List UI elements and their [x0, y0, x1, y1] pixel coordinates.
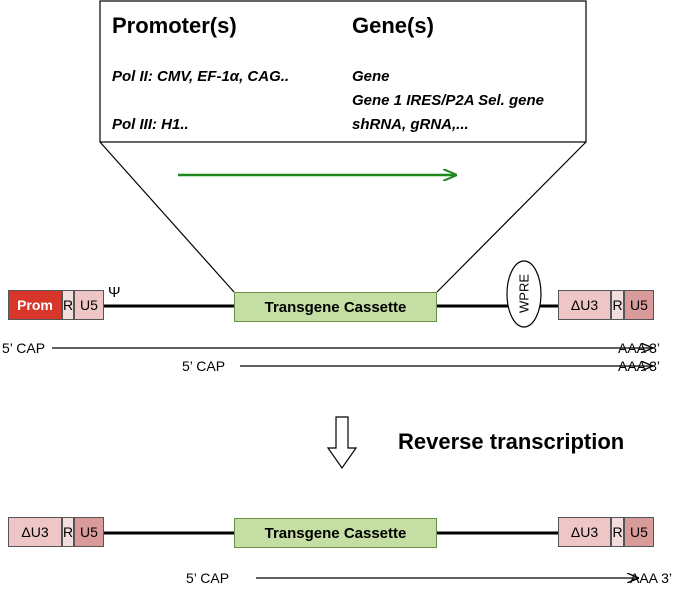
transcript-2-cap: 5’ CAP	[182, 358, 226, 374]
provirus-transcript-cap: 5’ CAP	[186, 570, 230, 586]
transcript-1-polya: AAA 3’	[618, 340, 661, 356]
provirus-transgene-cassette: Transgene Cassette	[234, 518, 437, 548]
gene-line-1: Gene	[352, 68, 390, 85]
provirus-u5-right: U5	[624, 517, 654, 547]
provirus-du3-left: ΔU3	[8, 517, 62, 547]
transcript-2-polya: AAA 3’	[618, 358, 661, 374]
reverse-transcription-arrow	[326, 416, 358, 470]
provirus-du3-right: ΔU3	[558, 517, 611, 547]
gene-line-3: shRNA, gRNA,...	[352, 116, 469, 133]
prom-segment: Prom	[8, 290, 62, 320]
u5-segment: U5	[74, 290, 104, 320]
provirus-r-left: R	[62, 517, 74, 547]
du3-segment: ΔU3	[558, 290, 611, 320]
zoom-line-left	[99, 141, 235, 293]
provirus-transcript-polya: AAA 3’	[630, 570, 673, 586]
promoter-gene-box	[99, 0, 587, 143]
psi-symbol: Ψ	[108, 284, 121, 301]
zoom-line-right	[436, 141, 587, 293]
gene-line-2: Gene 1 IRES/P2A Sel. gene	[352, 92, 545, 109]
provirus-r-right: R	[611, 517, 624, 547]
pol2-promoters: Pol II: CMV, EF-1α, CAG..	[112, 68, 290, 85]
pol3-promoters: Pol III: H1..	[112, 116, 189, 133]
genes-title: Gene(s)	[352, 13, 434, 38]
transcript-1-cap: 5’ CAP	[2, 340, 46, 356]
promoters-title: Promoter(s)	[112, 13, 237, 38]
provirus-u5-left: U5	[74, 517, 104, 547]
u5-right-segment: U5	[624, 290, 654, 320]
transgene-cassette: Transgene Cassette	[234, 292, 437, 322]
r-right-segment: R	[611, 290, 624, 320]
r-segment: R	[62, 290, 74, 320]
reverse-transcription-label: Reverse transcription	[398, 429, 625, 454]
wpre-label: WPRE	[516, 274, 532, 313]
wpre-element	[506, 260, 542, 328]
